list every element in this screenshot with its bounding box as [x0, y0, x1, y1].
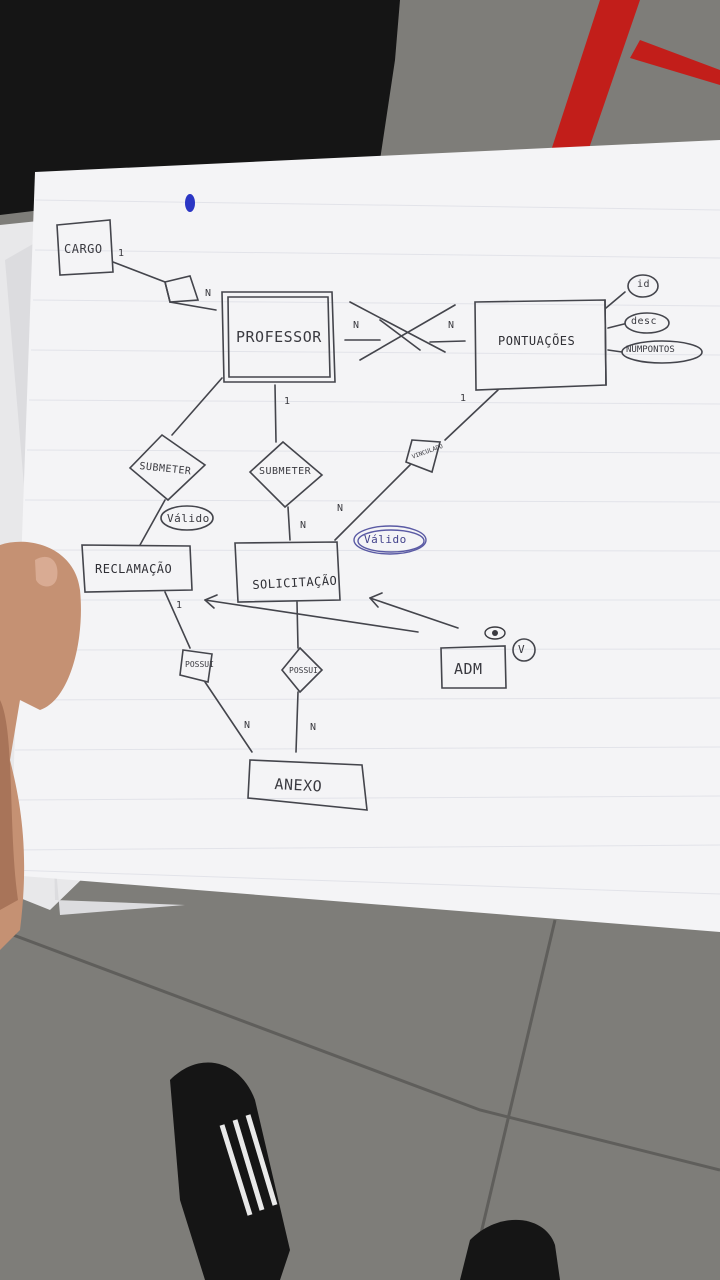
card-cargo-side: 1 [118, 248, 125, 259]
reclamacao-possui-line [164, 591, 191, 649]
possui-left-diamond [179, 649, 213, 683]
submeter-left-diamond [128, 433, 207, 502]
prof-pont-cross-2 [359, 304, 456, 361]
pont-vinculado-line [444, 389, 499, 441]
diagram-strokes [56, 219, 703, 811]
thumbnail [35, 556, 58, 587]
rel-possui-left: POSSUI [185, 660, 214, 669]
possui-center-diamond [280, 646, 324, 694]
card-professor-pontuacoes-side: N [353, 320, 360, 331]
entity-reclamacao: RECLAMAÇÃO [95, 562, 173, 576]
cargo-professor-diamond [164, 275, 200, 303]
professor-box [221, 291, 336, 383]
entity-cargo: CARGO [64, 242, 103, 256]
adm-to-reclamacao-arrow [204, 599, 419, 633]
card-solicitacao-submeter-side: N [300, 520, 307, 531]
paper-grid [10, 199, 720, 895]
prof-pont-cross-3 [379, 319, 421, 351]
prof-submeter-left-line [171, 377, 223, 436]
vinculado-solicitacao-line [334, 464, 411, 541]
valido-right-oval [353, 525, 427, 555]
solicitacao-possui-line [296, 601, 299, 649]
rel-submeter-center: SUBMETER [259, 466, 312, 477]
prof-submeter-center-line [274, 384, 277, 443]
submeter-center-solicitacao-line [287, 506, 291, 541]
hand [0, 541, 81, 950]
rel-possui-center: POSSUI [289, 666, 318, 675]
annotation-valido-left: Válido [167, 512, 210, 525]
submeter-center-diamond [248, 440, 324, 509]
card-anexo-possui-left-side: N [244, 720, 251, 731]
valido-left-oval [160, 505, 214, 531]
vinculado-diamond [405, 439, 442, 474]
card-professor-submeter-side: 1 [284, 396, 291, 407]
prof-pont-cross-1 [349, 301, 446, 353]
attr-desc-line [607, 323, 625, 329]
attr-num-pontos: NUMPONTOS [626, 345, 675, 355]
right-shoe [460, 1219, 560, 1280]
card-reclamacao-possui-side: 1 [176, 600, 183, 611]
attr-num-oval [621, 340, 703, 364]
attr-id-line [605, 291, 626, 309]
red-floor-tape-2 [630, 40, 720, 85]
possui-left-anexo-line [204, 681, 253, 753]
entity-pontuacoes: PONTUAÇÕES [498, 334, 576, 348]
pontuacoes-box-edge [604, 299, 607, 386]
adm-to-solicitacao-arrow [369, 597, 459, 629]
adm-check-circle [512, 638, 536, 662]
adm-box [440, 645, 507, 689]
card-solicitacao-vinculado-side: N [337, 503, 344, 514]
left-shoe-stripes [219, 1114, 278, 1216]
floor-tile-line [0, 928, 720, 1172]
possui-center-anexo-line [295, 691, 299, 753]
cargo-box [56, 219, 114, 276]
anexo-box [247, 759, 368, 811]
red-floor-tape [548, 0, 640, 160]
attr-num-line [607, 349, 623, 353]
floor-tile-line-2 [468, 919, 557, 1280]
reclamacao-box [81, 544, 193, 593]
professor-box-inner [227, 296, 331, 378]
card-pontuacoes-vinculado-side: 1 [460, 393, 467, 404]
attr-id-oval [627, 274, 659, 298]
card-professor-cargo-side: N [205, 288, 212, 299]
annotation-valido-right: Válido [364, 533, 407, 546]
card-pontuacoes-professor-side: N [448, 320, 455, 331]
adm-to-solicitacao-arrowhead [369, 592, 383, 608]
entity-adm: ADM [454, 660, 483, 678]
left-shoe [170, 1062, 290, 1280]
card-anexo-possui-center-side: N [310, 722, 317, 733]
attr-desc-oval [624, 312, 670, 334]
hand-shadow [0, 700, 18, 910]
attr-desc: desc [631, 316, 658, 327]
entity-professor: PROFESSOR [236, 328, 322, 346]
solicitacao-box [234, 541, 341, 603]
pen-mark [185, 194, 195, 212]
prof-pont-line-right [429, 340, 466, 343]
submeter-left-reclamacao-line [139, 499, 166, 546]
eye-icon [484, 626, 506, 640]
adm-to-reclamacao-arrowhead [204, 594, 218, 609]
annotation-adm-check: V [518, 643, 526, 656]
entity-anexo: ANEXO [274, 775, 323, 796]
paper-sheet [10, 140, 720, 932]
attr-id: id [637, 279, 651, 290]
